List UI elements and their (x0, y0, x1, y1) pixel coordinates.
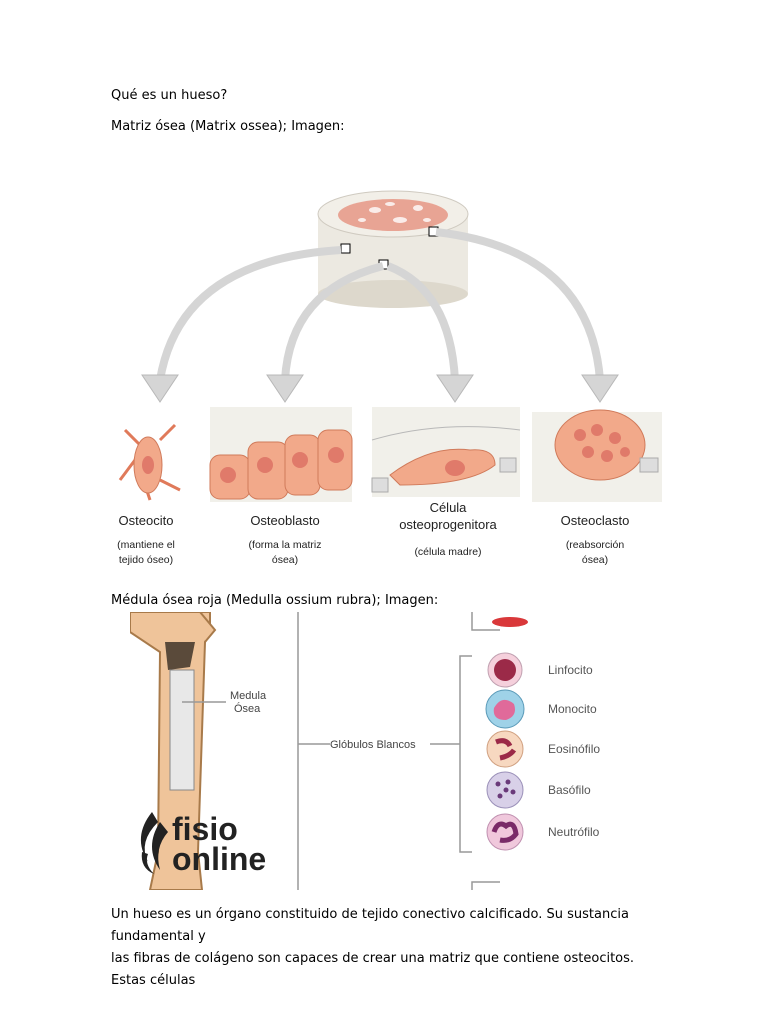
neutrofilo-icon (486, 813, 524, 851)
osteoblasto-illustration (209, 407, 353, 502)
osteocito-label: Osteocito (119, 513, 174, 528)
osteoprogenitora-illustration (371, 407, 521, 497)
osteoprogenitora-label2: osteoprogenitora (399, 517, 497, 532)
osteoclasto-label: Osteoclasto (561, 513, 630, 528)
paragraph-line2: las fibras de colágeno son capaces de cr… (111, 951, 635, 988)
question-heading: Qué es un hueso? (111, 88, 228, 103)
osteocito-illustration (118, 423, 181, 501)
matrix-heading: Matriz ósea (Matrix ossea); Imagen: (111, 119, 345, 134)
paragraph-line1: Un hueso es un órgano constituido de tej… (111, 907, 629, 944)
osteoclasto-illustration (532, 409, 662, 502)
osteoprogenitora-desc1: (célula madre) (414, 546, 481, 558)
long-bone (130, 612, 217, 890)
osteocito-desc1: (mantiene el (117, 539, 175, 551)
erythrocyte-icon (492, 617, 528, 627)
neutrofilo-label: Neutrófilo (548, 825, 600, 839)
monocito-icon (485, 689, 525, 729)
globulos-label: Glóbulos Blancos (330, 739, 416, 751)
medula-label1: Medula (230, 690, 267, 702)
basofilo-label: Basófilo (548, 783, 591, 797)
osteocito-desc2: tejido óseo) (119, 554, 173, 566)
fisio-online-logo: fisio online (140, 811, 266, 877)
osteoprogenitora-label1: Célula (430, 500, 468, 515)
osteoclasto-desc1: (reabsorción (566, 539, 625, 551)
eosinofilo-icon (486, 730, 524, 768)
basofilo-icon (486, 771, 524, 809)
linfocito-label: Linfocito (548, 663, 593, 677)
bone-marrow-figure: Medula Ósea Glóbulos Blancos Linfocito M… (130, 612, 600, 890)
linfocito-icon (487, 652, 523, 688)
arrows (156, 228, 604, 381)
medula-label2: Ósea (234, 702, 261, 715)
logo-line2: online (172, 841, 266, 877)
osteoblasto-desc1: (forma la matriz (249, 539, 322, 551)
body-paragraph: Un hueso es un órgano constituido de tej… (111, 904, 671, 992)
monocito-label: Monocito (548, 702, 597, 716)
cell-labels: Osteocito (mantiene el tejido óseo) Oste… (117, 500, 629, 566)
osteoblasto-label: Osteoblasto (250, 513, 319, 528)
eosinofilo-label: Eosinófilo (548, 742, 600, 756)
osteoblasto-desc2: ósea) (272, 554, 298, 566)
bone-matrix-figure: Osteocito (mantiene el tejido óseo) Oste… (117, 190, 662, 566)
logo-line1: fisio (172, 811, 238, 847)
marrow-heading: Médula ósea roja (Medulla ossium rubra);… (111, 593, 439, 608)
osteoclasto-desc2: ósea) (582, 554, 608, 566)
